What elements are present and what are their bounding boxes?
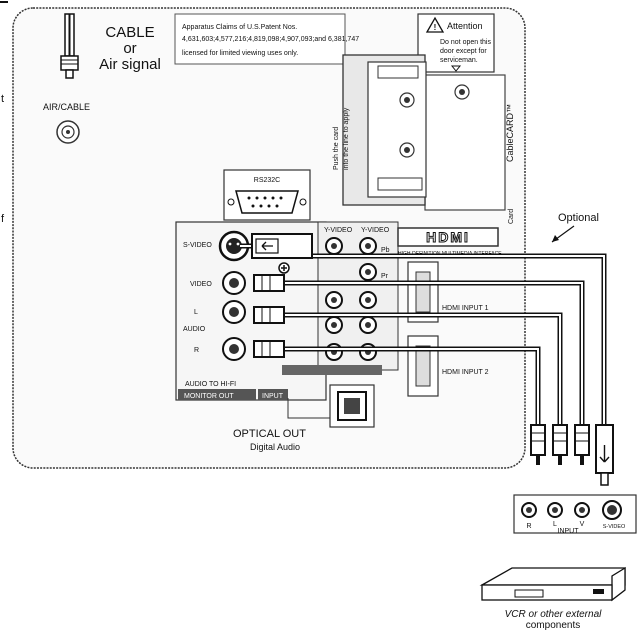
audio-l-label: L: [194, 309, 198, 316]
component-y-label: Y-VIDEO: [324, 227, 353, 234]
edge-text-t: t: [1, 93, 4, 105]
optical-label-line1: OPTICAL OUT: [233, 428, 306, 440]
hdmi-input2-label: HDMI INPUT 2: [442, 369, 489, 376]
hdmi-input1-label: HDMI INPUT 1: [442, 305, 489, 312]
audio-l-out-jack: [223, 301, 245, 323]
svideo-plug-top: [252, 234, 312, 258]
component-pr-label: Pr: [381, 273, 389, 280]
svideo-plug-bottom: [596, 425, 613, 485]
card-label: Card: [508, 209, 515, 224]
optical-label-line2: Digital Audio: [250, 442, 300, 452]
attention-title: Attention: [447, 21, 483, 31]
svg-text:!: !: [434, 23, 437, 32]
rs232c-port: [236, 191, 298, 213]
external-r-label: R: [526, 523, 531, 530]
svideo-label: S-VIDEO: [183, 242, 212, 249]
antenna-label-line1: CABLE: [105, 24, 154, 41]
attention-line2: door except for: [440, 48, 487, 55]
vcr-icon: [482, 568, 625, 600]
audio-r-out-jack: [223, 338, 245, 360]
push-card-text-line1: Push the card: [333, 127, 340, 170]
edge-text-f: f: [1, 213, 5, 225]
patent-note-line1: Apparatus Claims of U.S.Patent Nos.: [182, 24, 297, 31]
audio-hifi-label: AUDIO TO HI-FI: [185, 381, 236, 388]
attention-line1: Do not open this: [440, 39, 491, 46]
external-l-label: L: [553, 521, 557, 528]
monitor-out-label: MONITOR OUT: [184, 393, 234, 400]
rs232c-label: RS232C: [254, 177, 280, 184]
audio-label: AUDIO: [183, 326, 206, 333]
patent-note-line3: licensed for limited viewing uses only.: [182, 50, 298, 57]
vcr-caption-line2: components: [526, 620, 580, 631]
air-cable-label: AIR/CABLE: [43, 102, 90, 112]
video-out-jack: [223, 272, 245, 294]
external-v-label: V: [580, 521, 585, 528]
attention-line3: serviceman.: [440, 57, 478, 64]
antenna-label-line3: Air signal: [99, 56, 161, 73]
component-y-label-2: Y-VIDEO: [361, 227, 390, 234]
component-pb-label: Pb: [381, 247, 390, 254]
hdmi-logo: HDMI: [426, 229, 470, 245]
audio-r-label: R: [194, 347, 199, 354]
monitor-input-label: INPUT: [262, 393, 284, 400]
optional-label: Optional: [558, 212, 599, 224]
external-input-label: INPUT: [558, 528, 580, 535]
push-card-text-line2: into the line to apply: [343, 107, 350, 170]
cablecard-label: CableCARD™: [505, 104, 515, 162]
vcr-caption-line1: VCR or other external: [505, 609, 602, 620]
air-cable-jack: [57, 121, 79, 143]
antenna-label-line2: or: [123, 40, 136, 57]
video-label: VIDEO: [190, 281, 212, 288]
external-svideo-label: S-VIDEO: [603, 524, 626, 530]
rca-plugs-top: [254, 263, 289, 357]
patent-note-line2: 4,631,603;4,577,216;4,819,098;4,907,093;…: [182, 36, 359, 43]
rca-plugs-bottom: [531, 425, 589, 465]
